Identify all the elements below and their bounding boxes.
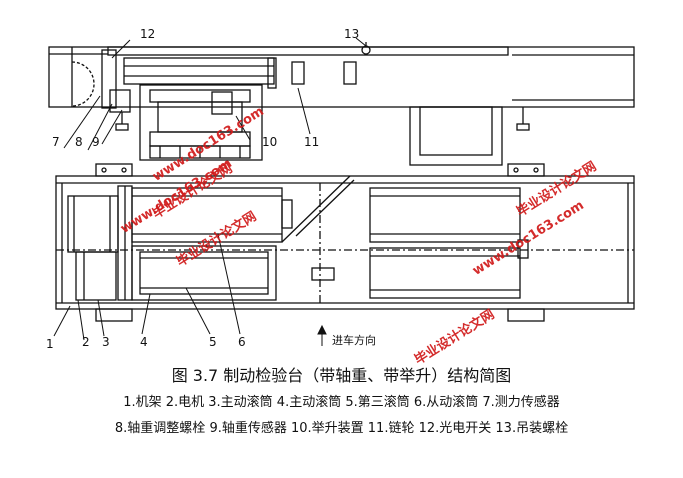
label-12: 12	[140, 27, 155, 41]
driven-roller-6	[131, 187, 293, 243]
figure-title: 图 3.7 制动检验台（带轴重、带举升）结构简图	[171, 366, 512, 385]
label-10: 10	[262, 135, 277, 149]
right-rollers	[369, 187, 529, 299]
legend-line-2: 8.轴重调整螺栓 9.轴重传感器 10.举升装置 11.链轮 12.光电开关 1…	[114, 421, 569, 436]
label-6: 6	[238, 335, 246, 349]
label-8: 8	[75, 135, 83, 149]
label-1: 1	[46, 337, 54, 351]
motor-2	[67, 195, 119, 301]
upper-view-frame	[48, 46, 635, 108]
label-9: 9	[92, 135, 100, 149]
mount-plates	[95, 163, 545, 322]
label-7: 7	[52, 135, 60, 149]
lift-device-10	[139, 84, 263, 161]
drive-roller-3	[117, 185, 133, 301]
label-2: 2	[82, 335, 90, 349]
label-5: 5	[209, 335, 217, 349]
leader-lines	[53, 37, 367, 346]
roller-4-5	[131, 245, 277, 301]
label-11: 11	[304, 135, 319, 149]
label-3: 3	[102, 335, 110, 349]
chain-wheel-lower	[281, 175, 355, 243]
upper-roller-block	[123, 57, 503, 166]
lower-frame-1	[55, 175, 635, 310]
sensor-assembly-left	[101, 49, 131, 131]
legend-line-1: 1.机架 2.电机 3.主动滚筒 4.主动滚筒 5.第三滚筒 6.从动滚筒 7.…	[123, 395, 560, 410]
label-13: 13	[344, 27, 359, 41]
base-center-box	[56, 183, 634, 303]
direction-label: 进车方向	[332, 333, 376, 347]
label-4: 4	[140, 335, 148, 349]
right-bolt-anchor	[516, 107, 530, 131]
